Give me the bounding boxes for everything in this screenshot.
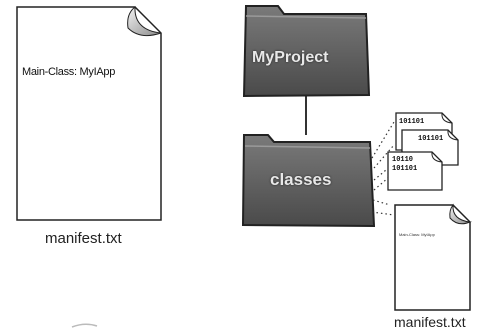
faint-mark: [72, 324, 97, 327]
manifest-document-small: [395, 205, 470, 310]
class-file-binary-3: 10110: [392, 156, 413, 164]
manifest-large-content: Main-Class: MyIApp: [22, 66, 115, 78]
manifest-document-large: [17, 7, 161, 220]
class-file-binary-4: 101101: [392, 165, 417, 173]
manifest-small-caption: manifest.txt: [394, 314, 466, 330]
manifest-large-caption: manifest.txt: [45, 230, 122, 247]
myproject-folder-label: MyProject: [252, 49, 328, 67]
class-file-binary-2: 101101: [418, 135, 443, 143]
class-file-binary-1: 101101: [399, 118, 424, 126]
classes-folder-label: classes: [270, 170, 331, 190]
manifest-small-content: Main-Class: MyIApp: [399, 232, 435, 237]
